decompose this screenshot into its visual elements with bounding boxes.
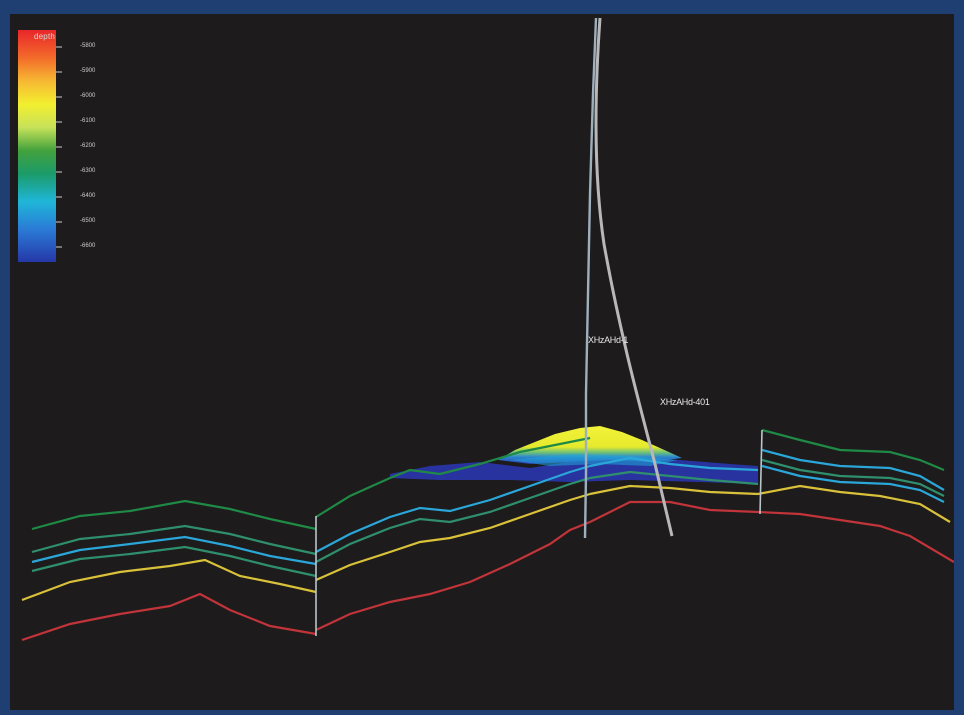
horizon-blue-right-a [589, 456, 759, 472]
horizons-right-block [589, 428, 954, 563]
horizon-blue-left [31, 535, 317, 566]
colorbar-title: depth [34, 32, 56, 41]
colorbar-tick-label: -6400 [80, 193, 96, 199]
horizon-blue-far [761, 448, 945, 491]
fault-2 [759, 429, 763, 515]
horizon-surface-dome [498, 426, 682, 464]
horizon-blue-mid [315, 464, 591, 553]
horizon-green-mid-left [31, 524, 317, 556]
horizon-green-right-a [589, 470, 759, 486]
colorbar-ticks [56, 46, 62, 248]
horizon-red-far [757, 510, 954, 563]
seismic-3d-viewport[interactable]: depth -5800 -5900 -6000 -6100 -6200 -630… [10, 14, 954, 710]
horizon-green-top-mid [315, 436, 591, 518]
well-1-trajectory[interactable] [583, 17, 598, 539]
faults [315, 429, 763, 636]
colorbar-tick-label: -6000 [80, 93, 96, 99]
colorbar-tick-label: -6600 [80, 243, 96, 249]
colorbar-tick-label: -6200 [80, 143, 96, 149]
colorbar-tick-label: -5900 [80, 68, 96, 74]
horizon-green-top-left [31, 499, 317, 531]
colorbar-tick-label: -6500 [80, 218, 96, 224]
horizon-yellow-mid [315, 492, 591, 582]
colorbar-tick-label: -6100 [80, 118, 96, 124]
horizon-yellow-right-a [589, 484, 759, 496]
colorbar-tick-label: -6300 [80, 168, 96, 174]
horizon-green-lower-left [31, 545, 317, 578]
well-2-label[interactable]: XHzAHd-401 [660, 397, 710, 407]
well-1-label[interactable]: XHzAHd-1 [588, 335, 629, 345]
horizon-red-left [21, 592, 317, 642]
horizon-blue-far-b [761, 464, 945, 503]
horizon-surface-dome-edge [510, 454, 678, 466]
horizon-green-top-far [761, 428, 945, 472]
horizon-green-lower-far [761, 458, 945, 497]
horizon-scene [18, 17, 954, 642]
well-2-trajectory[interactable] [594, 17, 674, 537]
horizons-middle-block [315, 436, 591, 631]
colorbar [18, 30, 56, 262]
horizon-green-lower-mid [315, 476, 591, 563]
colorbar-tick-label: -5800 [80, 43, 96, 49]
horizon-red-mid [315, 520, 591, 631]
horizon-yellow-left [21, 558, 317, 602]
horizons-left-block [21, 499, 317, 642]
horizon-red-right-a [589, 500, 759, 523]
horizon-yellow-far [757, 484, 951, 523]
